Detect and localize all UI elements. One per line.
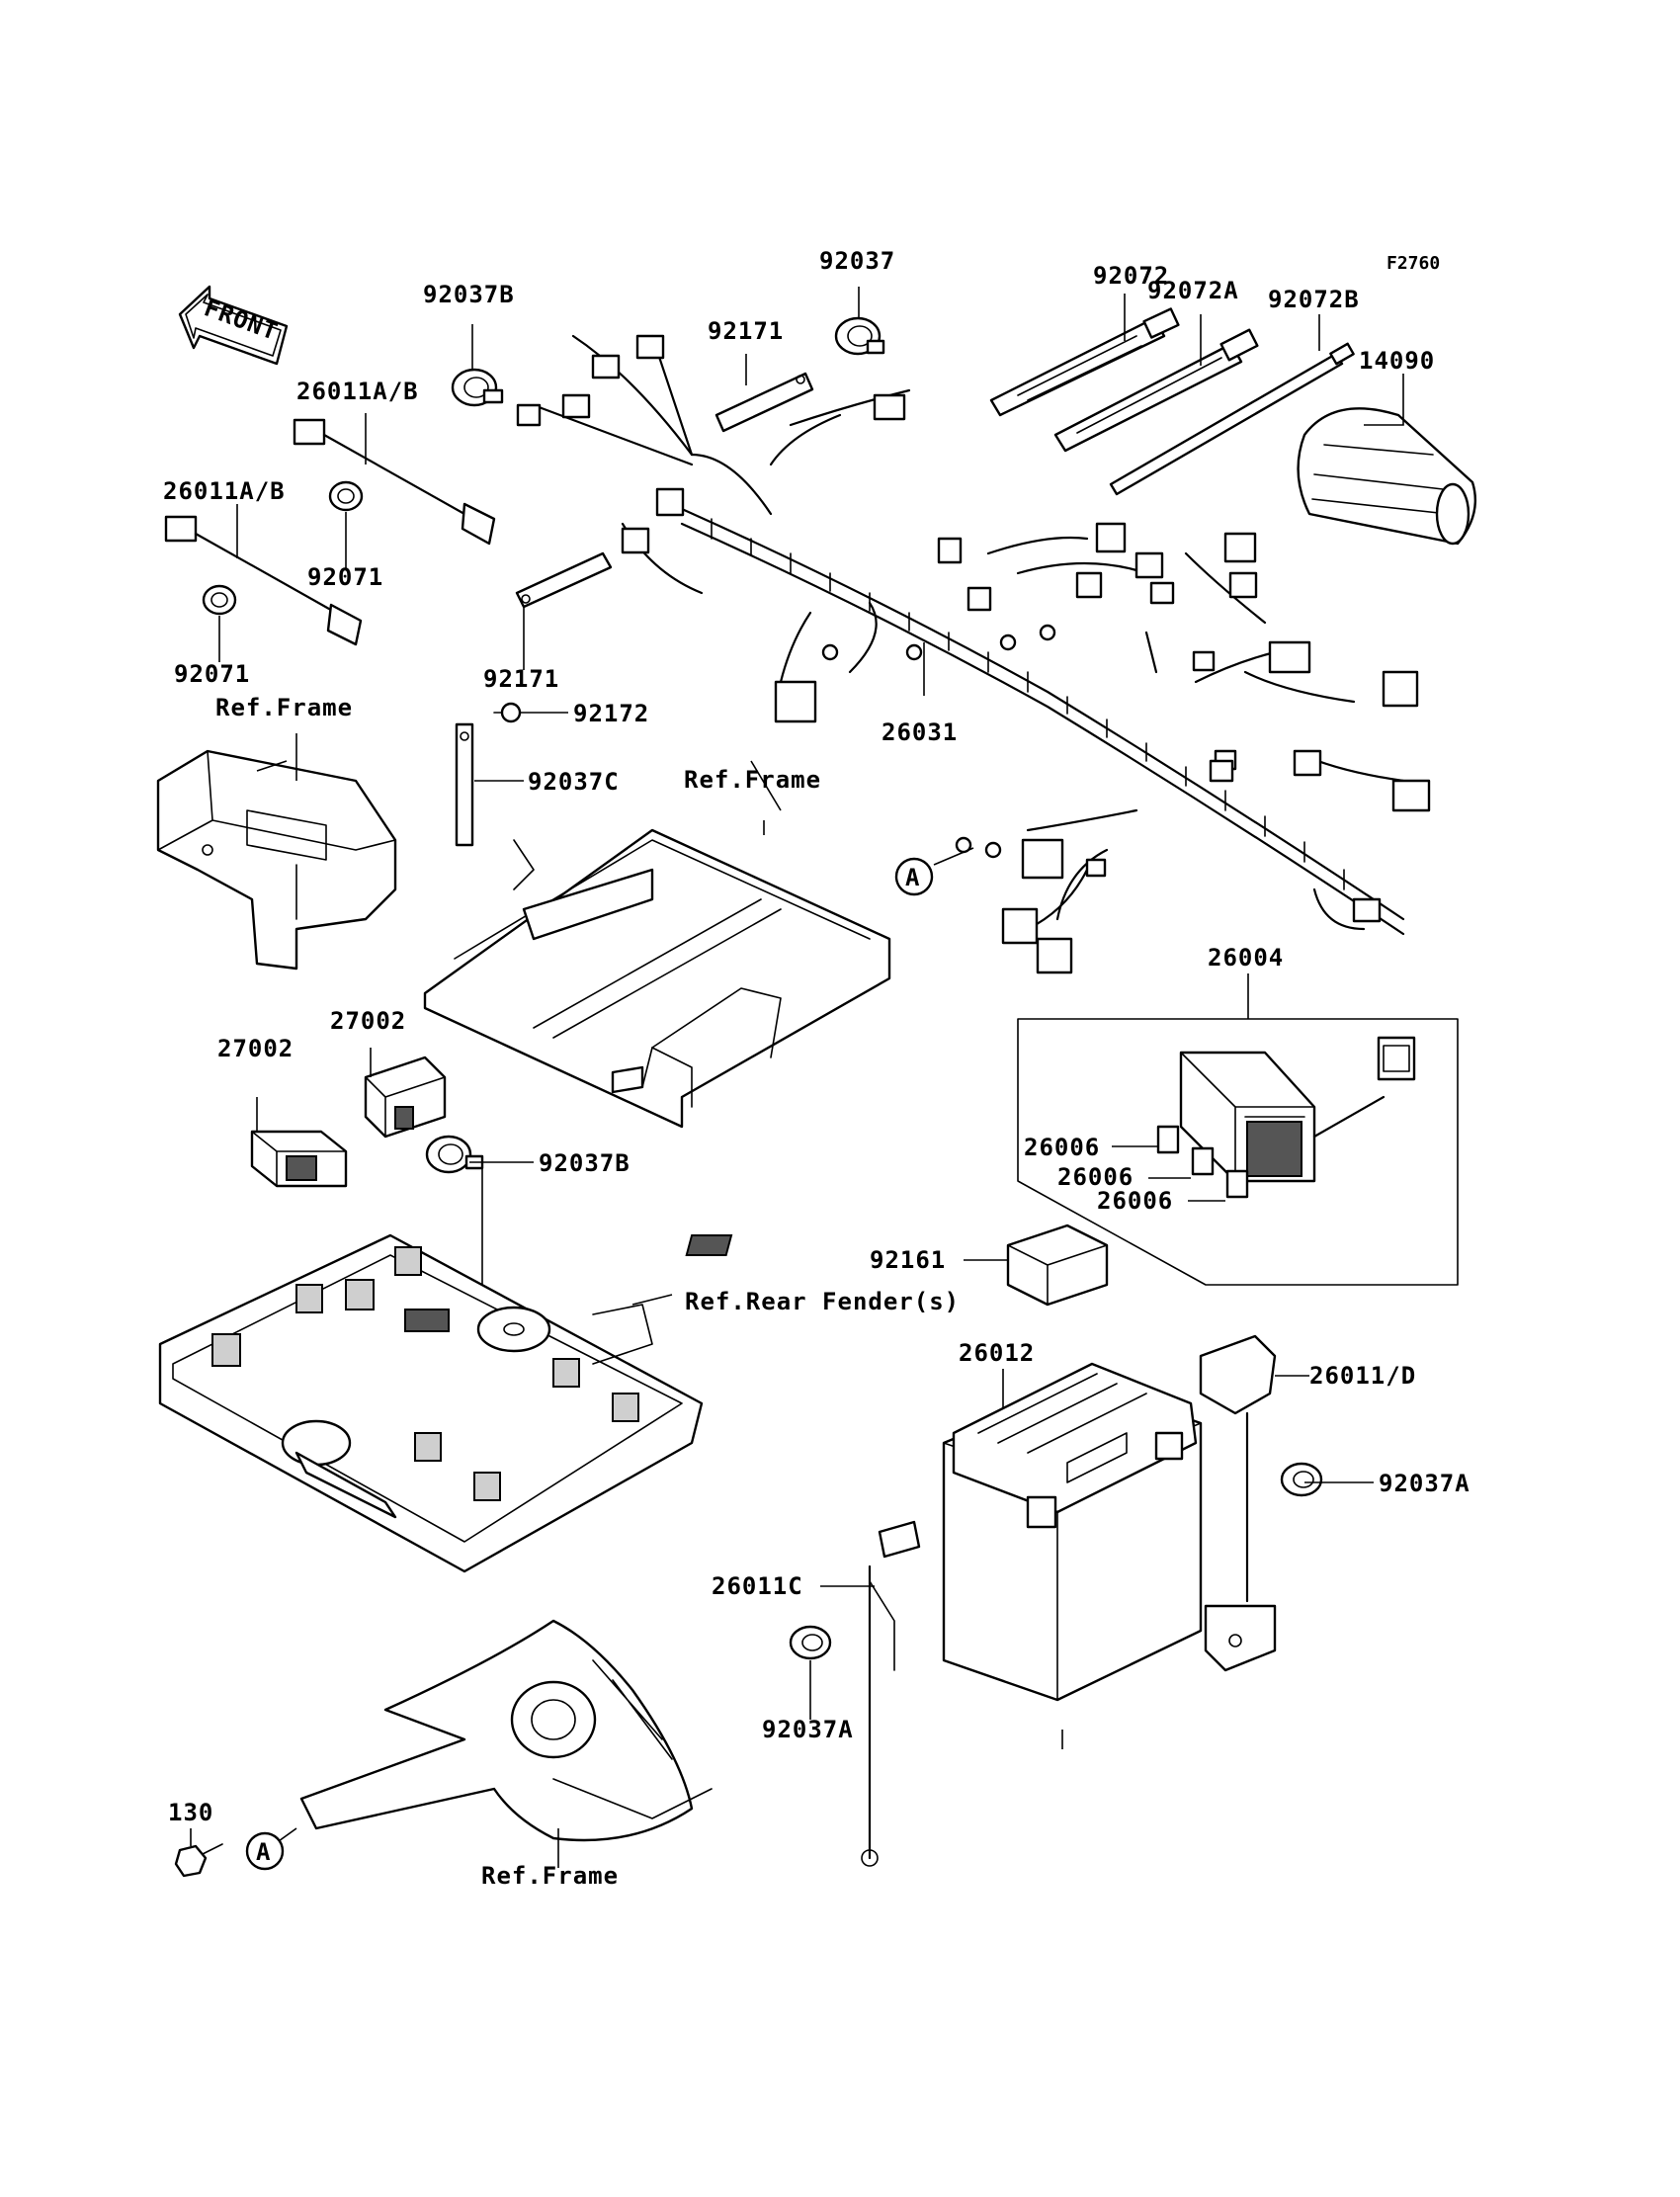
ref-rear-fender: Ref.Rear Fender(s) <box>685 1288 960 1315</box>
leader-lines <box>190 287 1404 1868</box>
callout-92171-top: 92171 <box>708 317 784 345</box>
figure-code: F2760 <box>1386 253 1440 274</box>
callout-27002-a: 27002 <box>330 1007 406 1035</box>
ref-frame-left: Ref.Frame <box>215 694 353 721</box>
rear-fender-tray <box>158 1233 704 1573</box>
grommet-92071-1 <box>328 480 364 512</box>
callout-14090: 14090 <box>1359 347 1435 375</box>
strap-92037c <box>455 722 474 847</box>
marker-a-lower: A <box>245 1831 285 1871</box>
callout-130: 130 <box>168 1799 213 1826</box>
callout-26031: 26031 <box>882 718 958 746</box>
bracket-92171-top <box>714 372 814 433</box>
marker-a-upper: A <box>894 857 934 896</box>
screw-92172 <box>493 702 522 723</box>
callout-92071-1: 92071 <box>307 563 383 591</box>
ref-frame-center: Ref.Frame <box>684 766 821 794</box>
clamp-92037 <box>834 316 885 356</box>
lead-26011ab-2 <box>164 515 363 646</box>
callout-92037b-mid: 92037B <box>539 1149 630 1177</box>
wiring-harness-26031 <box>516 334 1431 974</box>
lead-26011d <box>1199 1334 1277 1672</box>
junction-box-26004 <box>1017 1018 1459 1286</box>
callout-92037: 92037 <box>819 247 895 275</box>
callout-26012: 26012 <box>959 1339 1035 1367</box>
frame-left-bracket <box>156 749 397 971</box>
callout-26011ab-1: 26011A/B <box>296 378 419 405</box>
lead-26011c <box>861 1520 921 1867</box>
callout-26011ab-2: 26011A/B <box>163 477 286 505</box>
clamp-92037a-right <box>1280 1462 1323 1497</box>
callout-92171-mid: 92171 <box>483 665 559 693</box>
marker-a-lower-label: A <box>256 1838 271 1866</box>
callout-92037a-right: 92037A <box>1379 1470 1470 1497</box>
tie-band-92072 <box>989 307 1180 417</box>
front-arrow-icon: FRONT <box>178 285 289 366</box>
battery-26012 <box>942 1362 1203 1702</box>
box-92161 <box>685 1224 1109 1307</box>
bracket-92171-mid <box>515 551 613 609</box>
clamp-92037b-top <box>451 368 504 407</box>
callout-92037a-low: 92037A <box>762 1716 854 1743</box>
callout-26006-1: 26006 <box>1024 1134 1100 1161</box>
callout-92072b: 92072B <box>1268 286 1360 313</box>
grommet-92071-2 <box>202 584 237 616</box>
tie-band-92072a <box>1053 328 1259 453</box>
callout-27002-b: 27002 <box>217 1035 294 1062</box>
callout-26011d: 26011/D <box>1309 1362 1416 1390</box>
frame-lower-pivot <box>299 1619 713 1842</box>
clamp-92037a-low <box>789 1625 832 1660</box>
fuse-26006-3 <box>1225 1169 1249 1199</box>
callout-92161: 92161 <box>870 1246 946 1274</box>
callout-92072a: 92072A <box>1147 277 1239 304</box>
bolt-130 <box>174 1843 223 1878</box>
fuse-26006-2 <box>1191 1146 1215 1176</box>
callout-26006-3: 26006 <box>1097 1187 1173 1215</box>
cover-14090 <box>1297 407 1476 546</box>
marker-a-upper-label: A <box>905 864 920 891</box>
lead-26011ab-1 <box>293 418 496 546</box>
frame-center <box>423 828 891 1129</box>
tie-band-92072b <box>1109 342 1355 496</box>
callout-92037b-top: 92037B <box>423 281 515 308</box>
callout-26006-2: 26006 <box>1057 1163 1134 1191</box>
callout-92071-2: 92071 <box>174 660 250 688</box>
callout-92172: 92172 <box>573 700 649 727</box>
fuse-26006-1 <box>1156 1125 1180 1154</box>
callout-92037c: 92037C <box>528 768 620 796</box>
callout-26004: 26004 <box>1208 944 1284 972</box>
callout-92072: 92072 <box>1093 262 1169 290</box>
callout-26011c: 26011C <box>712 1572 803 1600</box>
relay-27002-b <box>250 1130 348 1188</box>
ref-frame-lower: Ref.Frame <box>481 1862 619 1890</box>
relay-27002-a <box>364 1056 447 1139</box>
